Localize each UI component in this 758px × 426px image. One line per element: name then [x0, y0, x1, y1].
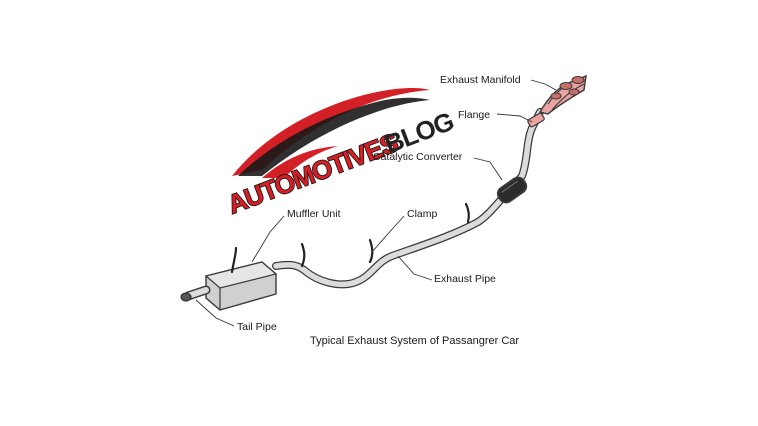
exhaust-pipe-run-inner — [273, 109, 543, 288]
hanger-1 — [464, 202, 470, 224]
label-exhaust-manifold: Exhaust Manifold — [440, 74, 521, 86]
muffler-hanger — [230, 246, 238, 274]
logo-car-hood — [262, 146, 338, 178]
label-catalytic-converter: Catalytic Converter — [373, 151, 463, 163]
logo-car-roof-black — [238, 97, 430, 176]
label-tail-pipe: Tail Pipe — [237, 321, 277, 333]
leader-clamp — [371, 215, 405, 253]
leader-tail-pipe — [195, 299, 235, 327]
label-flange: Flange — [458, 109, 490, 121]
hanger-2 — [368, 238, 374, 264]
leader-catalytic-converter — [473, 157, 503, 181]
catalytic-converter-part — [496, 176, 528, 204]
label-exhaust-pipe: Exhaust Pipe — [434, 273, 496, 285]
hanger-3 — [300, 242, 306, 268]
leader-lines — [195, 79, 557, 327]
label-muffler-unit: Muffler Unit — [287, 208, 341, 220]
flange-part — [527, 112, 545, 128]
exhaust-system — [180, 74, 587, 311]
label-clamp: Clamp — [407, 208, 438, 220]
leader-flange — [496, 113, 533, 123]
leader-muffler-unit — [251, 215, 285, 263]
tail-pipe-part — [180, 285, 211, 302]
muffler-unit-part — [204, 246, 278, 311]
diagram-caption: Typical Exhaust System of Passangrer Car — [310, 335, 519, 347]
leader-exhaust-pipe — [397, 255, 433, 281]
exhaust-manifold-part — [538, 74, 587, 115]
leader-exhaust-manifold — [530, 79, 557, 91]
